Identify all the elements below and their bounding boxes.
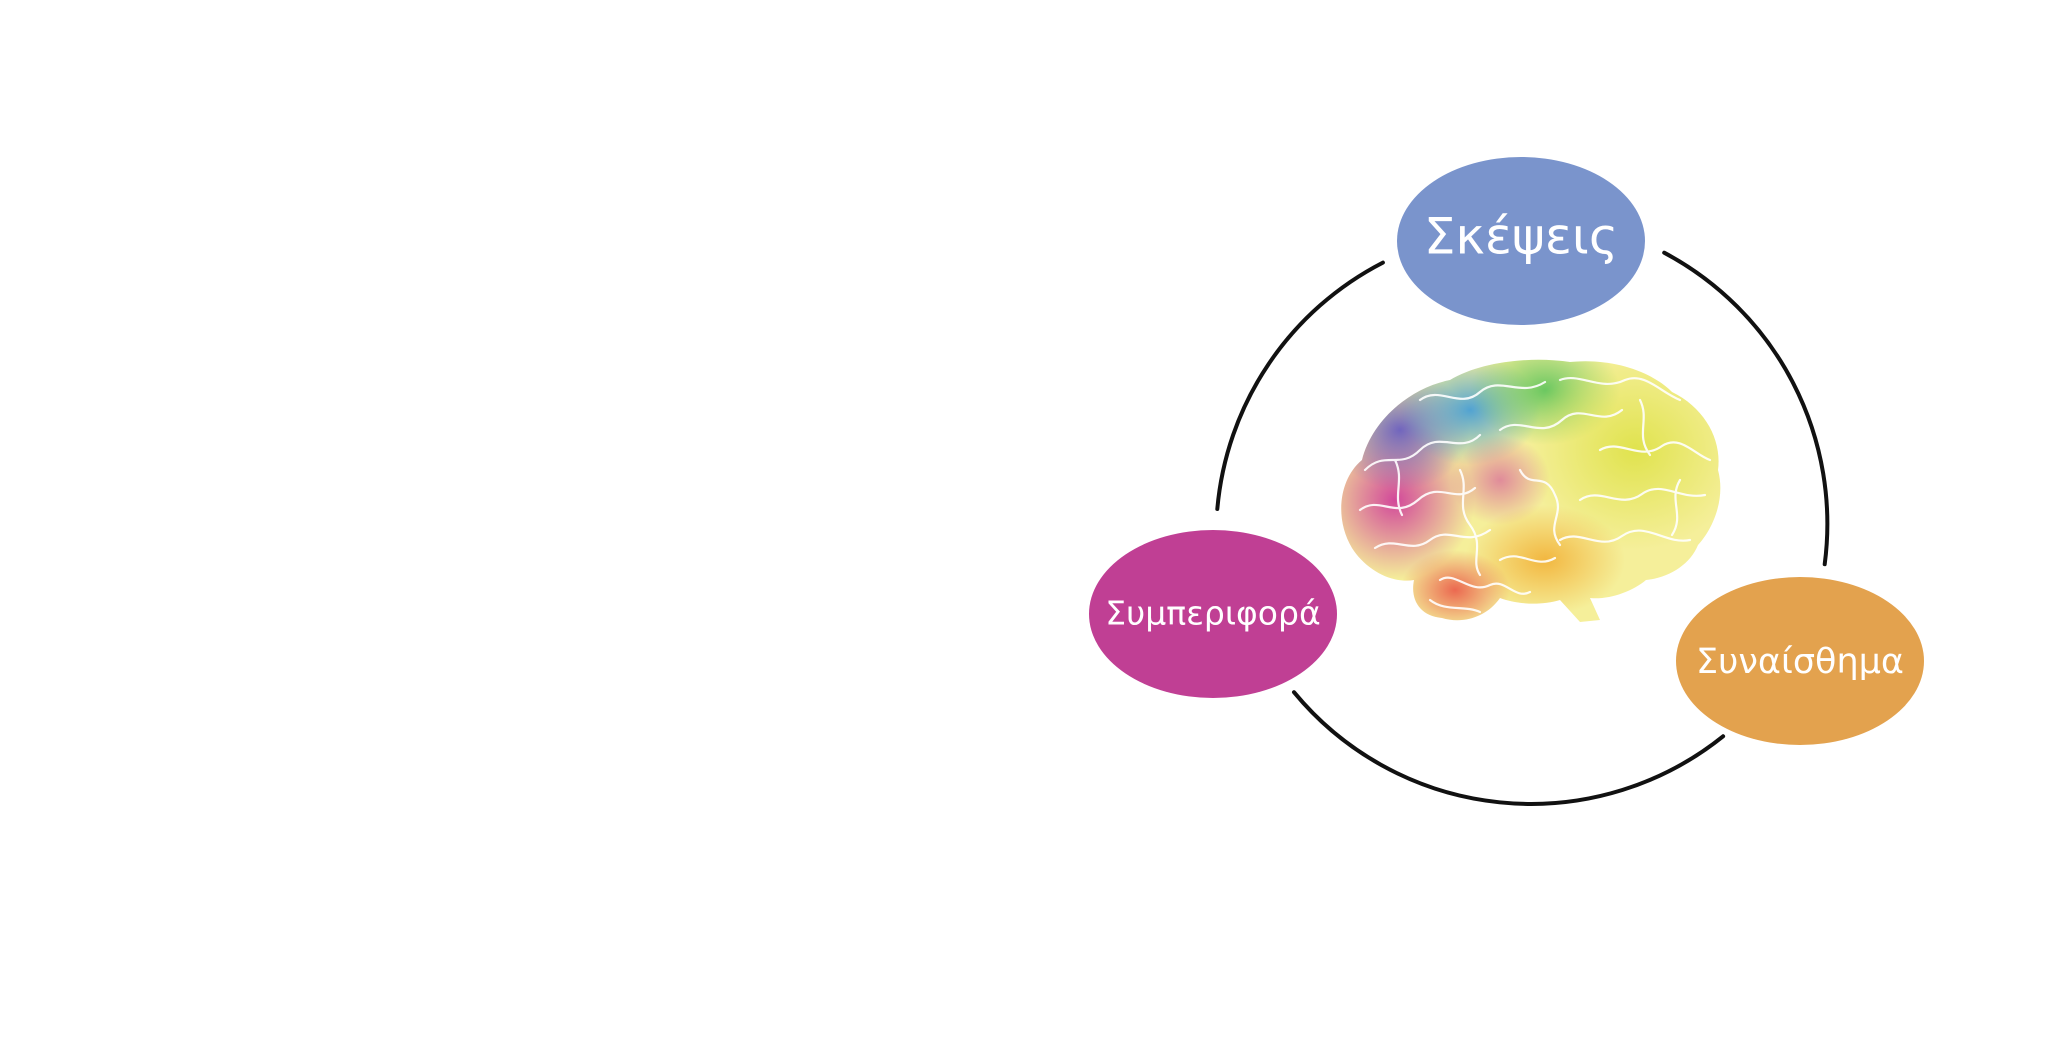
arc-thoughts-to-emotion <box>1662 250 1830 567</box>
node-emotion-label: Συναίσθημα <box>1696 642 1904 682</box>
cycle-ring <box>1215 250 1830 806</box>
arc-behavior-to-thoughts <box>1215 260 1385 511</box>
node-thoughts-label: Σκέψεις <box>1424 208 1618 266</box>
node-thoughts-ellipse <box>1397 157 1645 325</box>
node-emotion: Συναίσθημα <box>1676 577 1924 745</box>
node-thoughts: Σκέψεις <box>1397 157 1645 325</box>
node-emotion-ellipse <box>1676 577 1924 745</box>
node-behavior: Συμπεριφορά <box>1089 530 1337 698</box>
brain-icon <box>1341 359 1721 622</box>
arc-emotion-to-behavior <box>1292 690 1726 806</box>
node-behavior-label: Συμπεριφορά <box>1105 594 1320 633</box>
node-behavior-ellipse <box>1089 530 1337 698</box>
